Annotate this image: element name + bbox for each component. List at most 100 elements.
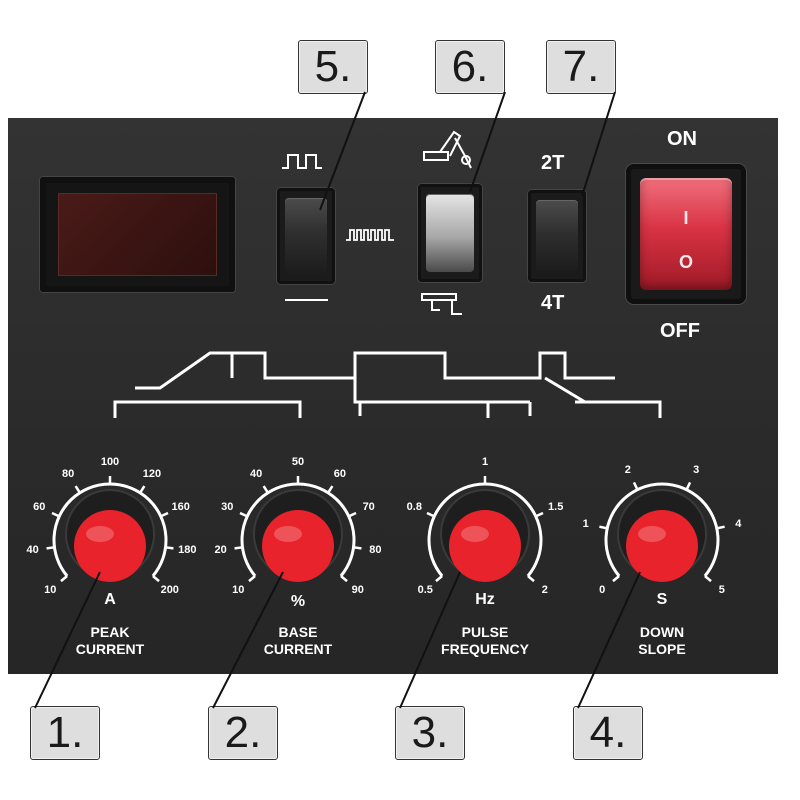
down-slope-tick-label: 4 [735, 517, 742, 530]
display-glass [58, 193, 217, 276]
base-current-tick-label: 20 [214, 544, 227, 557]
callout-2: 2. [208, 706, 278, 760]
base-current-knob[interactable] [240, 482, 356, 582]
pulse-frequency-tick-label: 0.5 [417, 584, 433, 597]
callout-4: 4. [573, 706, 643, 760]
pulse-frequency-tick [527, 575, 535, 583]
pulse-frequency-scale-arc [427, 482, 543, 577]
process-mode-switch[interactable] [418, 184, 482, 282]
peak-current-tick [160, 511, 169, 518]
tig-torch-icon [423, 130, 472, 169]
peak-current-knob[interactable] [52, 482, 168, 582]
peak-current-unit: A [104, 591, 116, 608]
base-current-tick-label: 80 [369, 544, 382, 557]
peak-current-tick [51, 511, 60, 518]
base-current-knob-highlight [274, 526, 302, 542]
pulse-mode-rocker[interactable] [285, 198, 327, 274]
peak-current-knob-cap[interactable] [74, 510, 146, 582]
power-mark-off: O [678, 252, 693, 272]
base-current-tick-label: 50 [291, 456, 305, 468]
base-current-tick [262, 485, 269, 494]
process-mode-rocker[interactable] [426, 194, 474, 272]
process-waveform-diagram [113, 351, 662, 418]
peak-current-tick-label: 40 [26, 544, 39, 557]
down-slope-tick [704, 575, 712, 583]
callout-3: 3. [395, 706, 465, 760]
power-mark-on: I [683, 208, 689, 228]
pulse-frequency-tick-label: 1.5 [548, 501, 564, 514]
base-current-unit: % [290, 593, 306, 610]
label-on: ON [667, 128, 697, 150]
peak-current-tick [165, 546, 174, 550]
electrode-holder-icon [421, 293, 462, 315]
down-slope-tick-label: 3 [693, 463, 700, 476]
base-current-tick-label: 60 [333, 468, 347, 481]
base-current-knob-cap[interactable] [262, 510, 334, 582]
down-slope-unit: S [656, 591, 668, 608]
peak-current-tick-label: 100 [100, 456, 120, 468]
peak-current-tick [139, 485, 146, 494]
pulse-frequency-knob-cap[interactable] [449, 510, 521, 582]
digital-display [40, 177, 235, 292]
pulse-frequency-title-line-2: FREQUENCY [441, 641, 529, 657]
down-slope-title-line-1: DOWN [639, 624, 685, 640]
down-slope-knob[interactable] [604, 482, 720, 582]
pulse-frequency-knob-highlight [461, 526, 489, 542]
power-switch[interactable]: I O [626, 164, 746, 304]
down-slope-tick [599, 525, 608, 530]
base-current-title-line-2: CURRENT [263, 641, 333, 657]
peak-current-tick-label: 180 [178, 544, 197, 557]
pulse-frequency-tick [535, 511, 544, 518]
base-current-tick-label: 90 [351, 584, 364, 597]
trigger-mode-switch[interactable] [528, 190, 586, 282]
down-slope-tick [632, 481, 639, 491]
base-current-tick-label: 70 [362, 501, 375, 514]
base-current-tick [234, 546, 243, 550]
pulse-frequency-tick-label: 2 [541, 584, 548, 597]
power-rocker[interactable]: I O [640, 178, 732, 290]
peak-current-tick-label: 120 [142, 468, 162, 481]
base-current-tick-label: 40 [249, 468, 263, 481]
pulse-frequency-tick [426, 511, 435, 518]
base-current-tick [327, 485, 334, 494]
down-slope-tick-label: 5 [718, 584, 725, 597]
down-slope-tick-label: 0 [599, 584, 606, 597]
base-current-tick [239, 511, 248, 518]
pulse-frequency-knob[interactable] [427, 482, 543, 582]
down-slope-tick-label: 2 [624, 463, 631, 476]
pulse-frequency-tick-label: 0.8 [406, 501, 422, 514]
peak-current-tick [152, 575, 160, 583]
peak-current-tick-label: 10 [44, 584, 57, 597]
down-slope-scale-arc [604, 482, 720, 577]
label-off: OFF [660, 320, 700, 342]
down-slope-tick-label: 1 [582, 517, 589, 530]
down-slope-knob-cap[interactable] [626, 510, 698, 582]
peak-current-tick-label: 200 [160, 584, 179, 597]
callout-5: 5. [298, 40, 368, 94]
base-current-tick [353, 546, 362, 550]
down-slope-tick [685, 481, 692, 491]
peak-current-knob-highlight [86, 526, 114, 542]
pulse-frequency-unit: Hz [475, 591, 495, 608]
label-4t: 4T [541, 292, 565, 314]
down-slope-title-line-2: SLOPE [638, 641, 686, 657]
down-slope-knob-highlight [638, 526, 666, 542]
trigger-mode-rocker[interactable] [536, 200, 578, 272]
fast-pulse-waveform-icon [346, 229, 394, 241]
peak-current-title-line-2: CURRENT [75, 641, 145, 657]
peak-current-tick-label: 160 [171, 501, 190, 514]
peak-current-scale-arc [52, 482, 168, 577]
label-2t: 2T [541, 152, 565, 174]
callout-6: 6. [435, 40, 505, 94]
pulse-frequency-title-line-1: PULSE [461, 624, 509, 640]
pulse-waveform-icon [282, 154, 322, 169]
base-current-title-line-1: BASE [278, 624, 318, 640]
